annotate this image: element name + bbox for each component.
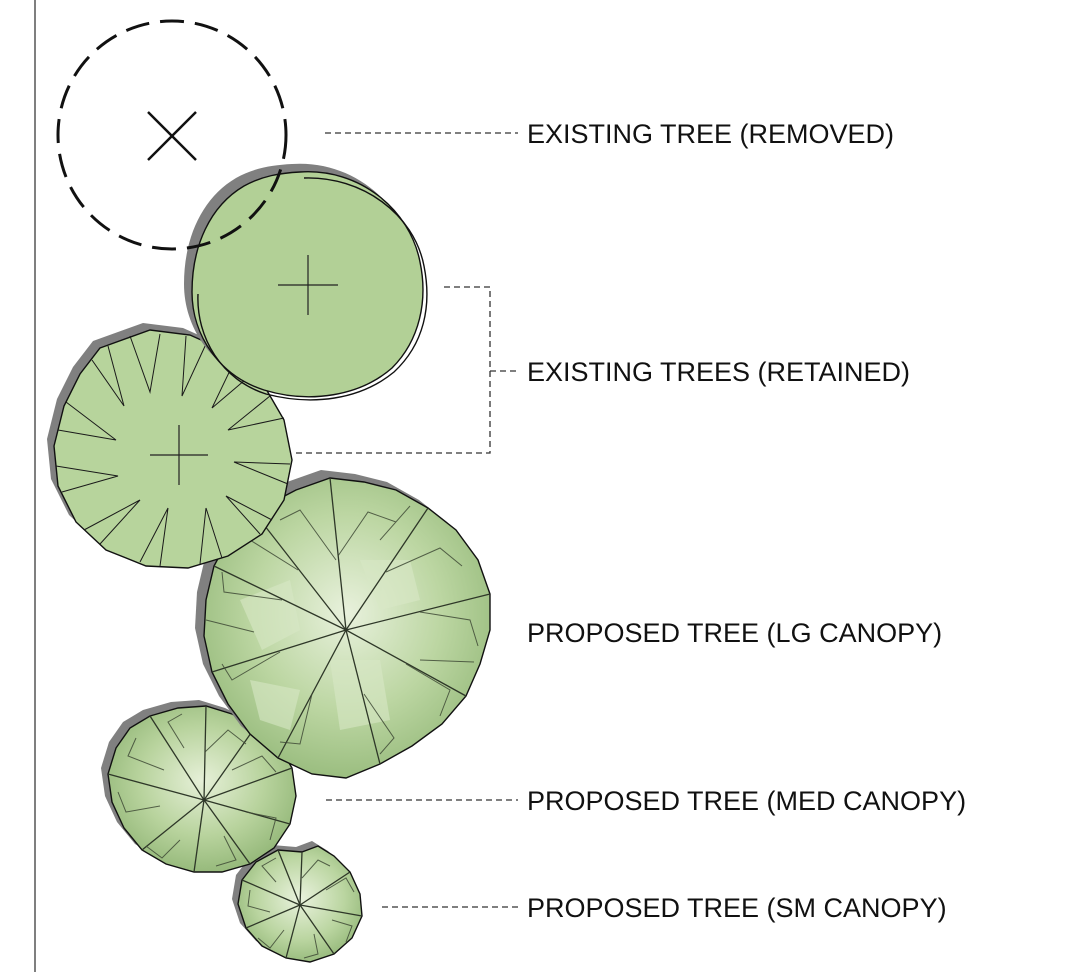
proposed-tree-med-symbol <box>101 700 297 873</box>
x-in-dashed-circle-icon <box>56 19 288 251</box>
leader-lines <box>296 132 518 908</box>
lg-canopy-lighter-patches <box>240 560 420 730</box>
label-existing-tree-removed: EXISTING TREE (REMOVED) <box>527 119 894 149</box>
proposed-tree-lg-symbol <box>195 470 491 779</box>
retained-tree-notches <box>55 333 291 567</box>
label-proposed-tree-sm: PROPOSED TREE (SM CANOPY) <box>527 893 947 923</box>
label-proposed-tree-med: PROPOSED TREE (MED CANOPY) <box>527 786 966 816</box>
existing-tree-retained-symbol-1 <box>47 323 293 569</box>
legend-labels: EXISTING TREE (REMOVED) EXISTING TREES (… <box>527 119 966 923</box>
existing-tree-retained-symbol-2 <box>184 163 428 401</box>
leader-retained-bracket <box>296 286 491 454</box>
label-existing-trees-retained: EXISTING TREES (RETAINED) <box>527 357 910 387</box>
label-proposed-tree-lg: PROPOSED TREE (LG CANOPY) <box>527 618 942 648</box>
proposed-tree-sm-symbol <box>232 841 363 963</box>
